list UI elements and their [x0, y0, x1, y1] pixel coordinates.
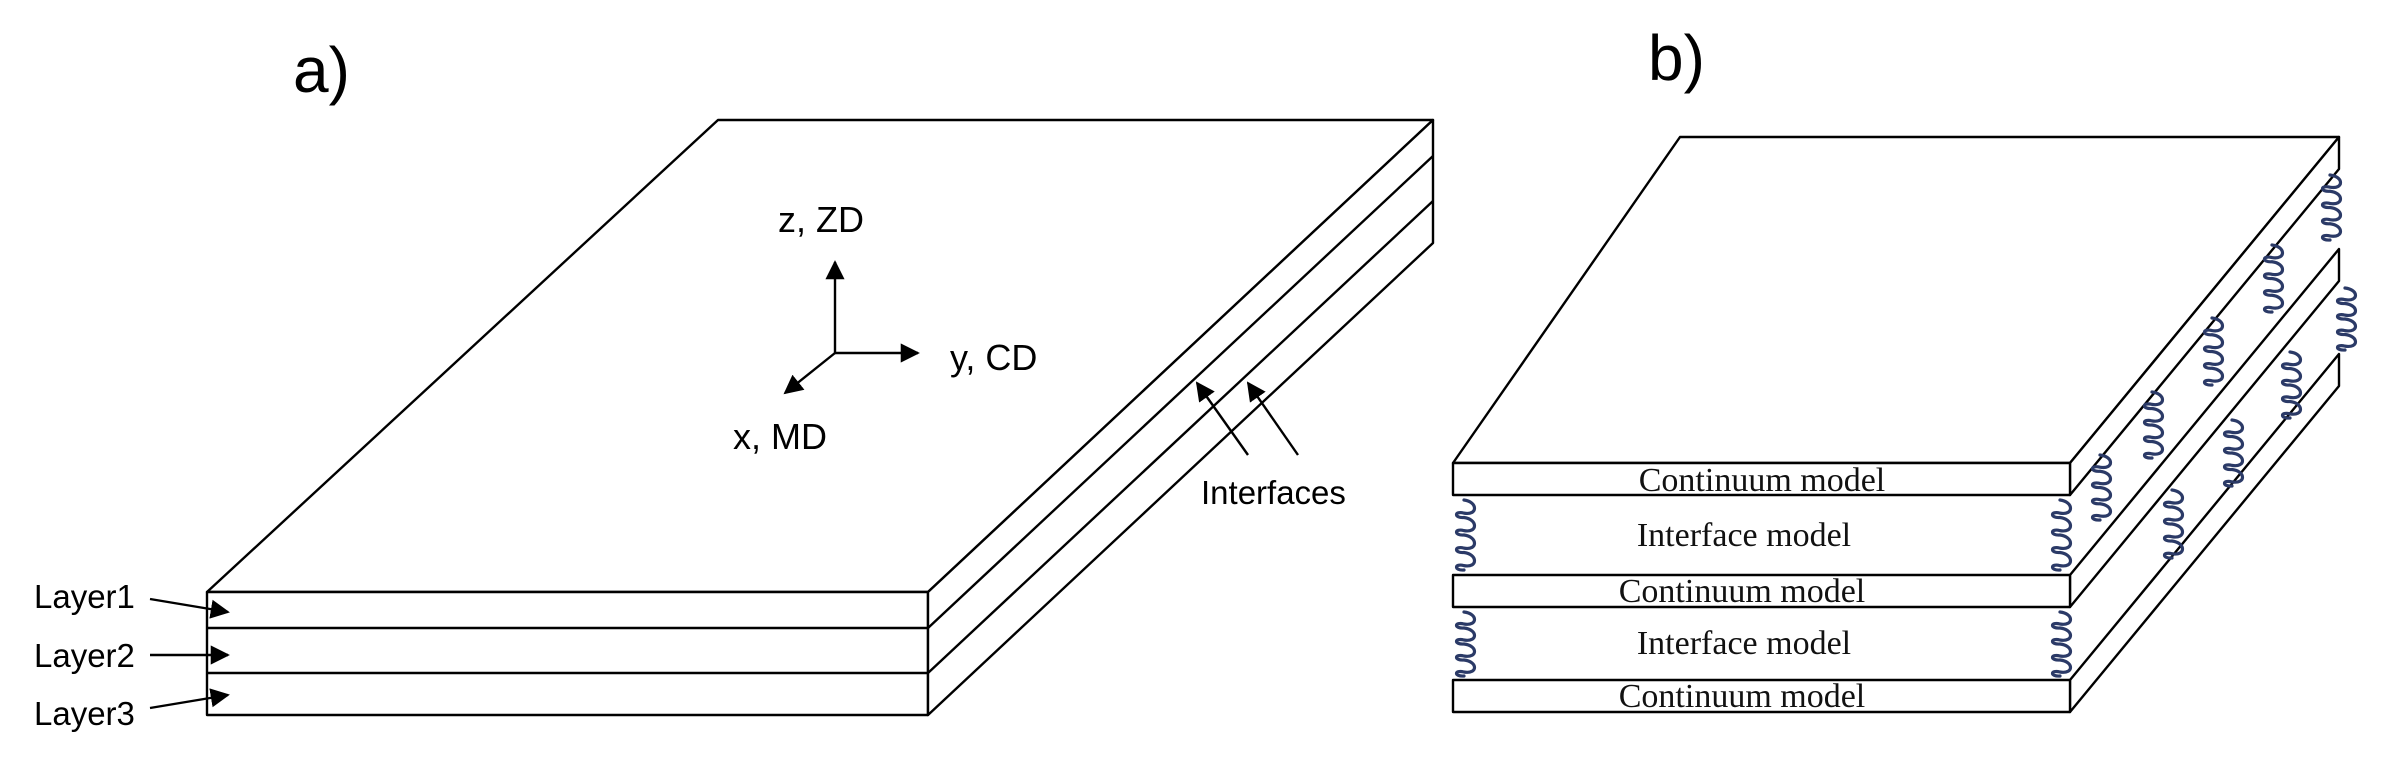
spring-side-upper-4 [2142, 390, 2165, 460]
interface-1-label: Interface model [1637, 517, 1851, 554]
x-axis-label: x, MD [733, 416, 827, 457]
panel-a-label: a) [293, 34, 350, 106]
x-axis-arrow [783, 352, 836, 395]
coordinate-axes: z, ZD y, CD x, MD [733, 199, 1037, 457]
plate-3-label: Continuum model [1619, 678, 1866, 715]
spring-front-left-2 [1454, 610, 1477, 678]
panel-b: b) Continuum model Interface model Conti… [1451, 22, 2358, 715]
plate-1-label: Continuum model [1639, 462, 1886, 499]
spring-front-right-1 [2050, 498, 2073, 572]
plate-1: Continuum model [1451, 135, 2341, 499]
spring-side-lower-1 [2335, 286, 2358, 352]
interfaces-label: Interfaces [1201, 474, 1346, 511]
spring-side-upper-1 [2320, 173, 2343, 242]
layer2-label: Layer2 [34, 637, 135, 674]
spring-side-lower-3 [2222, 418, 2245, 488]
spring-side-lower-4 [2162, 488, 2185, 560]
plate-2-label: Continuum model [1619, 573, 1866, 610]
y-axis-label: y, CD [950, 337, 1037, 378]
plate-1-front [1451, 461, 2072, 497]
spring-side-lower-2 [2280, 350, 2303, 420]
plate-2-front [1451, 573, 2072, 609]
interfaces-annotation: Interfaces [1195, 381, 1346, 511]
spring-side-upper-5 [2090, 453, 2113, 522]
panel-b-label: b) [1648, 22, 1705, 94]
interface-arrow-2 [1246, 381, 1299, 456]
layer1-arrow [149, 597, 230, 619]
layer3-label: Layer3 [34, 695, 135, 732]
z-axis-label: z, ZD [778, 199, 864, 240]
spring-side-upper-3 [2202, 316, 2225, 387]
plate-2: Continuum model [1451, 247, 2341, 610]
panel-a: a) z, ZD y, CD x, MD Interfaces Lay [34, 34, 1435, 732]
interface-springs [1454, 173, 2358, 678]
spring-front-left-1 [1454, 498, 1477, 572]
interface-2-label: Interface model [1637, 625, 1851, 662]
layer3-arrow [149, 688, 230, 710]
plate-front-face [205, 590, 930, 717]
plate-3-front [1451, 678, 2072, 714]
layer1-label: Layer1 [34, 578, 135, 615]
layer-divider-side-2 [927, 200, 1434, 674]
layer-divider-side-1 [927, 155, 1434, 629]
interface-arrow-1 [1195, 381, 1249, 456]
spring-front-right-2 [2050, 610, 2073, 678]
layer-labels: Layer1 Layer2 Layer3 [34, 578, 230, 732]
spring-side-upper-2 [2262, 243, 2285, 314]
plate-3: Continuum model [1451, 352, 2341, 715]
